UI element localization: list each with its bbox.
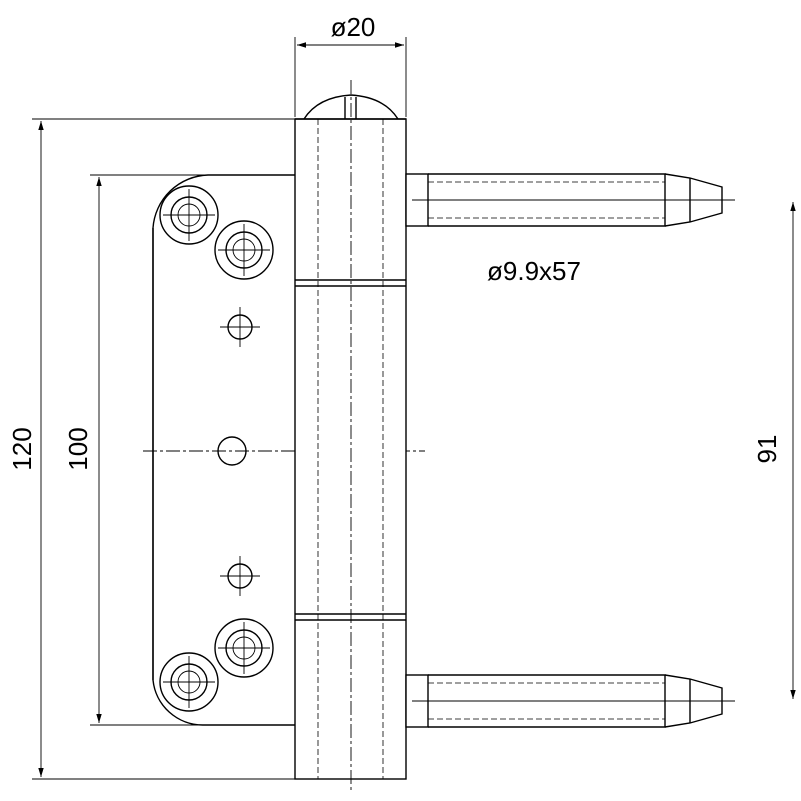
overall-height-label: 120: [7, 427, 37, 470]
hinge-leaf: [152, 174, 297, 726]
pin-spacing-label: 91: [752, 435, 782, 464]
screw-hole-bottom-right: [214, 618, 274, 678]
hinge-barrel: [294, 94, 407, 780]
fixing-hole-lower: [220, 556, 260, 596]
dimension-barrel-diameter: ø20: [294, 12, 407, 117]
pin-spec-label: ø9.9x57: [487, 256, 581, 286]
dimension-overall-height: 120: [7, 118, 295, 780]
dimension-pin-spacing: 91: [752, 202, 796, 699]
pin-upper: [405, 173, 735, 227]
barrel-diameter-label: ø20: [331, 12, 376, 42]
screw-hole-bottom-left: [159, 652, 219, 712]
leaf-height-label: 100: [63, 427, 93, 470]
screw-hole-top-right: [214, 220, 274, 280]
pin-lower: [405, 674, 735, 728]
dimension-leaf-height: 100: [63, 174, 208, 726]
fixing-hole-upper: [220, 307, 260, 347]
screw-hole-top-left: [159, 185, 219, 245]
